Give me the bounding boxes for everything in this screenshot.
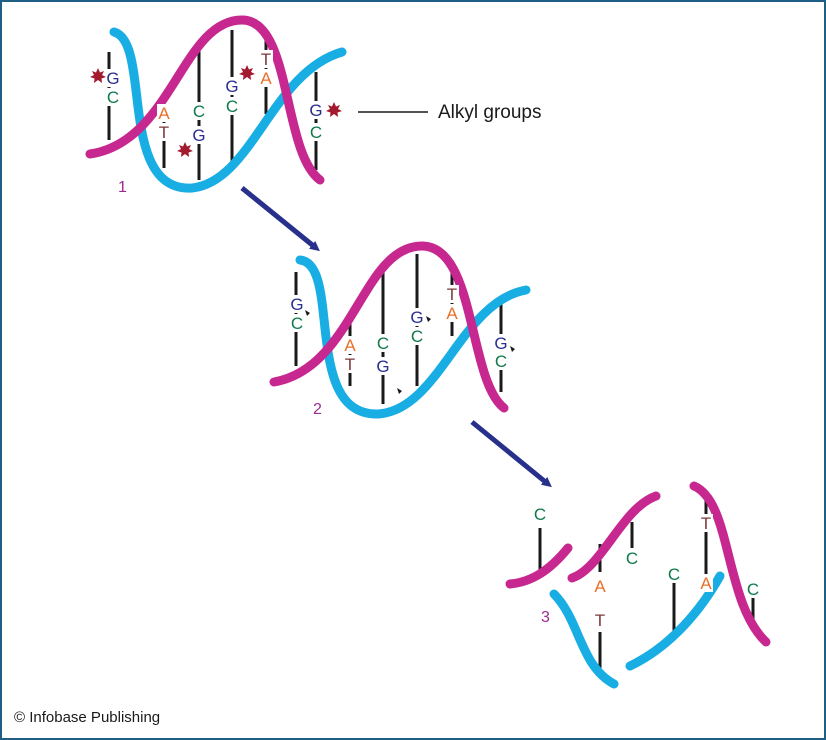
arrow-step-1-to-2 <box>240 186 320 252</box>
magenta-strand <box>269 241 509 413</box>
base-label: C <box>495 352 507 371</box>
base-label: T <box>345 355 355 374</box>
base-label: T <box>261 50 271 69</box>
base-label: A <box>158 104 170 123</box>
base-label: C <box>193 102 205 121</box>
base-label-bg <box>106 69 120 87</box>
base-label-bg <box>343 336 357 354</box>
base-label: A <box>700 574 712 593</box>
alkyl-groups-label: Alkyl groups <box>438 102 542 123</box>
base-label: A <box>446 304 458 323</box>
alkyl-group-star-icon <box>239 65 255 80</box>
base-label: G <box>192 126 205 145</box>
base-label: C <box>411 327 423 346</box>
base-label: T <box>159 123 169 142</box>
base-label-bg <box>445 285 459 303</box>
base-label: C <box>291 314 303 333</box>
step-number: 1 <box>118 179 127 196</box>
base-label-bg <box>376 334 390 352</box>
base-label: C <box>107 88 119 107</box>
alkyl-mark-icon <box>305 310 310 316</box>
base-label: T <box>447 285 457 304</box>
base-label: T <box>595 611 605 630</box>
base-label: C <box>534 505 546 524</box>
base-label-bg <box>593 611 607 629</box>
base-label: C <box>626 549 638 568</box>
base-label-bg <box>225 77 239 95</box>
base-label: G <box>309 101 322 120</box>
base-label: G <box>106 69 119 88</box>
base-label-bg <box>746 580 760 598</box>
helix-step-1: G C A T C G G C T A G C 1 <box>85 15 347 196</box>
magenta-strand-fragment <box>567 491 661 583</box>
base-label-bg <box>192 126 206 144</box>
base-label-bg <box>259 69 273 87</box>
base-label-bg <box>192 102 206 120</box>
base-label-bg <box>625 549 639 567</box>
copyright-notice: © Infobase Publishing <box>14 709 161 726</box>
magenta-strand-fragment <box>689 481 771 647</box>
cyan-strand-fragment <box>625 571 725 671</box>
base-label: C <box>310 123 322 142</box>
alkyl-mark-icon <box>397 388 402 394</box>
alkyl-group-star-icon <box>177 142 193 157</box>
base-label: T <box>701 514 711 533</box>
base-label-bg <box>699 514 713 532</box>
alkyl-group-star-icon <box>90 68 106 83</box>
base-label-bg <box>157 123 171 141</box>
base-label: G <box>290 295 303 314</box>
base-label-bg <box>106 88 120 106</box>
base-label: A <box>260 69 272 88</box>
base-label-bg <box>667 565 681 583</box>
alkyl-mark-icon <box>510 346 515 352</box>
base-label: C <box>747 580 759 599</box>
base-label: G <box>410 308 423 327</box>
base-label-bg <box>699 574 713 592</box>
magenta-strand-fragment <box>505 543 573 589</box>
base-label-bg <box>410 327 424 345</box>
helix-step-3: C A C T C T A C 3 <box>505 481 771 689</box>
alkyl-mark-icon <box>426 316 431 322</box>
base-label: C <box>226 97 238 116</box>
cyan-strand-fragment <box>549 589 619 689</box>
base-label-bg <box>225 97 239 115</box>
base-label: G <box>494 334 507 353</box>
base-label-bg <box>410 308 424 326</box>
base-label-bg <box>259 50 273 68</box>
base-label-bg <box>289 314 303 332</box>
step-number: 3 <box>541 609 550 626</box>
base-label-bg <box>289 295 303 313</box>
base-label: A <box>344 336 356 355</box>
base-label-bg <box>533 505 547 523</box>
base-label-bg <box>309 123 323 141</box>
base-label-bg <box>343 355 357 373</box>
base-label: A <box>594 577 606 596</box>
magenta-strand <box>85 15 325 185</box>
arrow-step-2-to-3 <box>470 420 552 488</box>
base-label-bg <box>593 577 607 595</box>
base-label-bg <box>445 304 459 322</box>
base-label-bg <box>309 101 323 119</box>
base-label-bg <box>494 352 508 370</box>
step-number: 2 <box>313 401 322 418</box>
alkyl-group-star-icon <box>326 102 342 117</box>
base-label-bg <box>157 104 171 122</box>
base-label: C <box>377 334 389 353</box>
base-label: C <box>668 565 680 584</box>
base-label: G <box>376 357 389 376</box>
base-label-bg <box>494 334 508 352</box>
helix-step-2: G C A T C G G C T A G C 2 <box>269 241 531 419</box>
base-label-bg <box>376 357 390 375</box>
base-label: G <box>225 77 238 96</box>
